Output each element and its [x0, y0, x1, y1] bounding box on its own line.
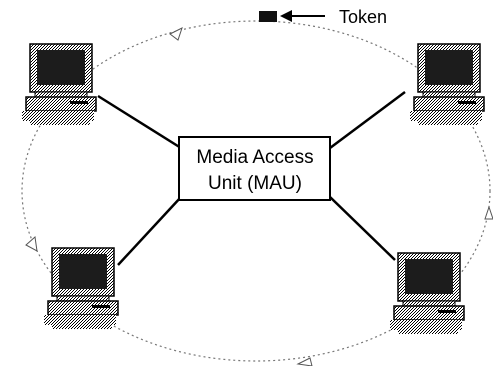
mau-label-line1: Media Access: [196, 147, 313, 168]
mau-box: [178, 136, 331, 201]
ring-direction-arrow-icon: [484, 205, 493, 220]
token-label: Token: [339, 7, 387, 27]
token-block-icon: [259, 11, 277, 22]
ring-direction-arrow-icon: [169, 27, 183, 41]
ring-direction-arrow-icon: [25, 236, 38, 252]
computer-icon: [21, 43, 97, 126]
ring-path: [21, 20, 491, 362]
mau-label-line2: Unit (MAU): [208, 173, 302, 194]
computer-icon: [409, 43, 485, 126]
link-top-right: [329, 90, 406, 150]
ring-direction-arrow-icon: [296, 357, 313, 366]
left-arrow-icon: [280, 10, 292, 22]
link-bottom-left: [117, 196, 182, 266]
link-bottom-right: [329, 196, 396, 261]
link-top-left: [97, 94, 182, 150]
computer-icon: [43, 247, 119, 330]
computer-icon: [389, 252, 465, 335]
